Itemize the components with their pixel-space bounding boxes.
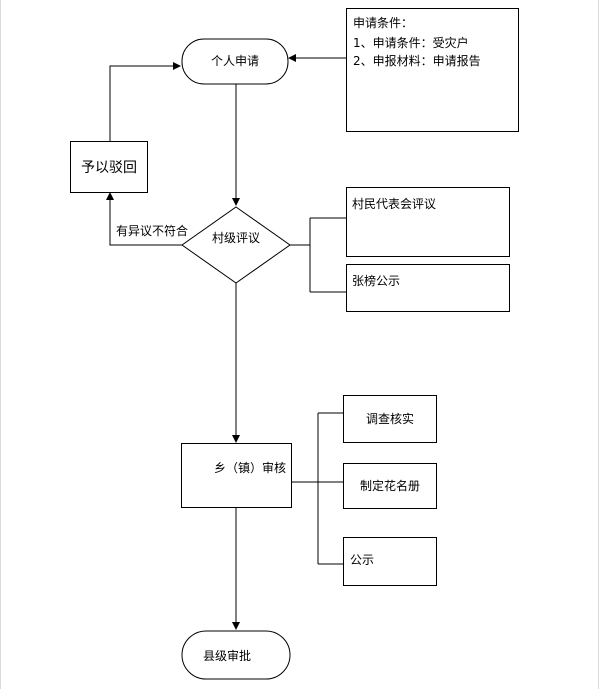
condition-item-1: 1、申请条件：受灾户 — [353, 36, 469, 50]
objection-label: 有异议不符合 — [116, 224, 189, 238]
village-posting-box: 张榜公示 — [346, 264, 510, 312]
village-to-reject-arrow — [106, 192, 182, 246]
town-posting-label: 公示 — [350, 553, 375, 567]
village-rep-box: 村民代表会评议 — [346, 187, 510, 257]
conditions-box: 申请条件： 1、申请条件：受灾户 2、申报材料：申请报告 — [346, 8, 519, 132]
investigate-label: 调查核实 — [365, 412, 414, 426]
town-review-label: 乡（镇）审核 — [214, 461, 287, 475]
village-review-label: 村级评议 — [211, 231, 260, 245]
town-review-box: 乡（镇）审核 — [181, 443, 292, 508]
investigate-box: 调查核实 — [343, 395, 437, 443]
village-posting-label: 张榜公示 — [352, 274, 401, 288]
end-node-label: 县级审批 — [202, 649, 251, 663]
condition-item-2: 2、申报材料：申请报告 — [353, 54, 481, 68]
village-rep-label: 村民代表会评议 — [352, 197, 437, 211]
page-border-right — [598, 0, 599, 689]
roster-label: 制定花名册 — [359, 479, 420, 493]
start-node-label: 个人申请 — [210, 54, 259, 68]
reject-to-start-arrow — [109, 62, 181, 141]
roster-box: 制定花名册 — [343, 463, 437, 509]
end-terminal-shape — [181, 630, 291, 680]
reject-label: 予以驳回 — [81, 160, 137, 176]
town-posting-box: 公示 — [343, 537, 437, 586]
page-border-left — [0, 0, 1, 689]
conditions-title: 申请条件： — [353, 16, 414, 30]
village-review-diamond — [181, 206, 291, 284]
reject-box: 予以驳回 — [70, 141, 148, 193]
